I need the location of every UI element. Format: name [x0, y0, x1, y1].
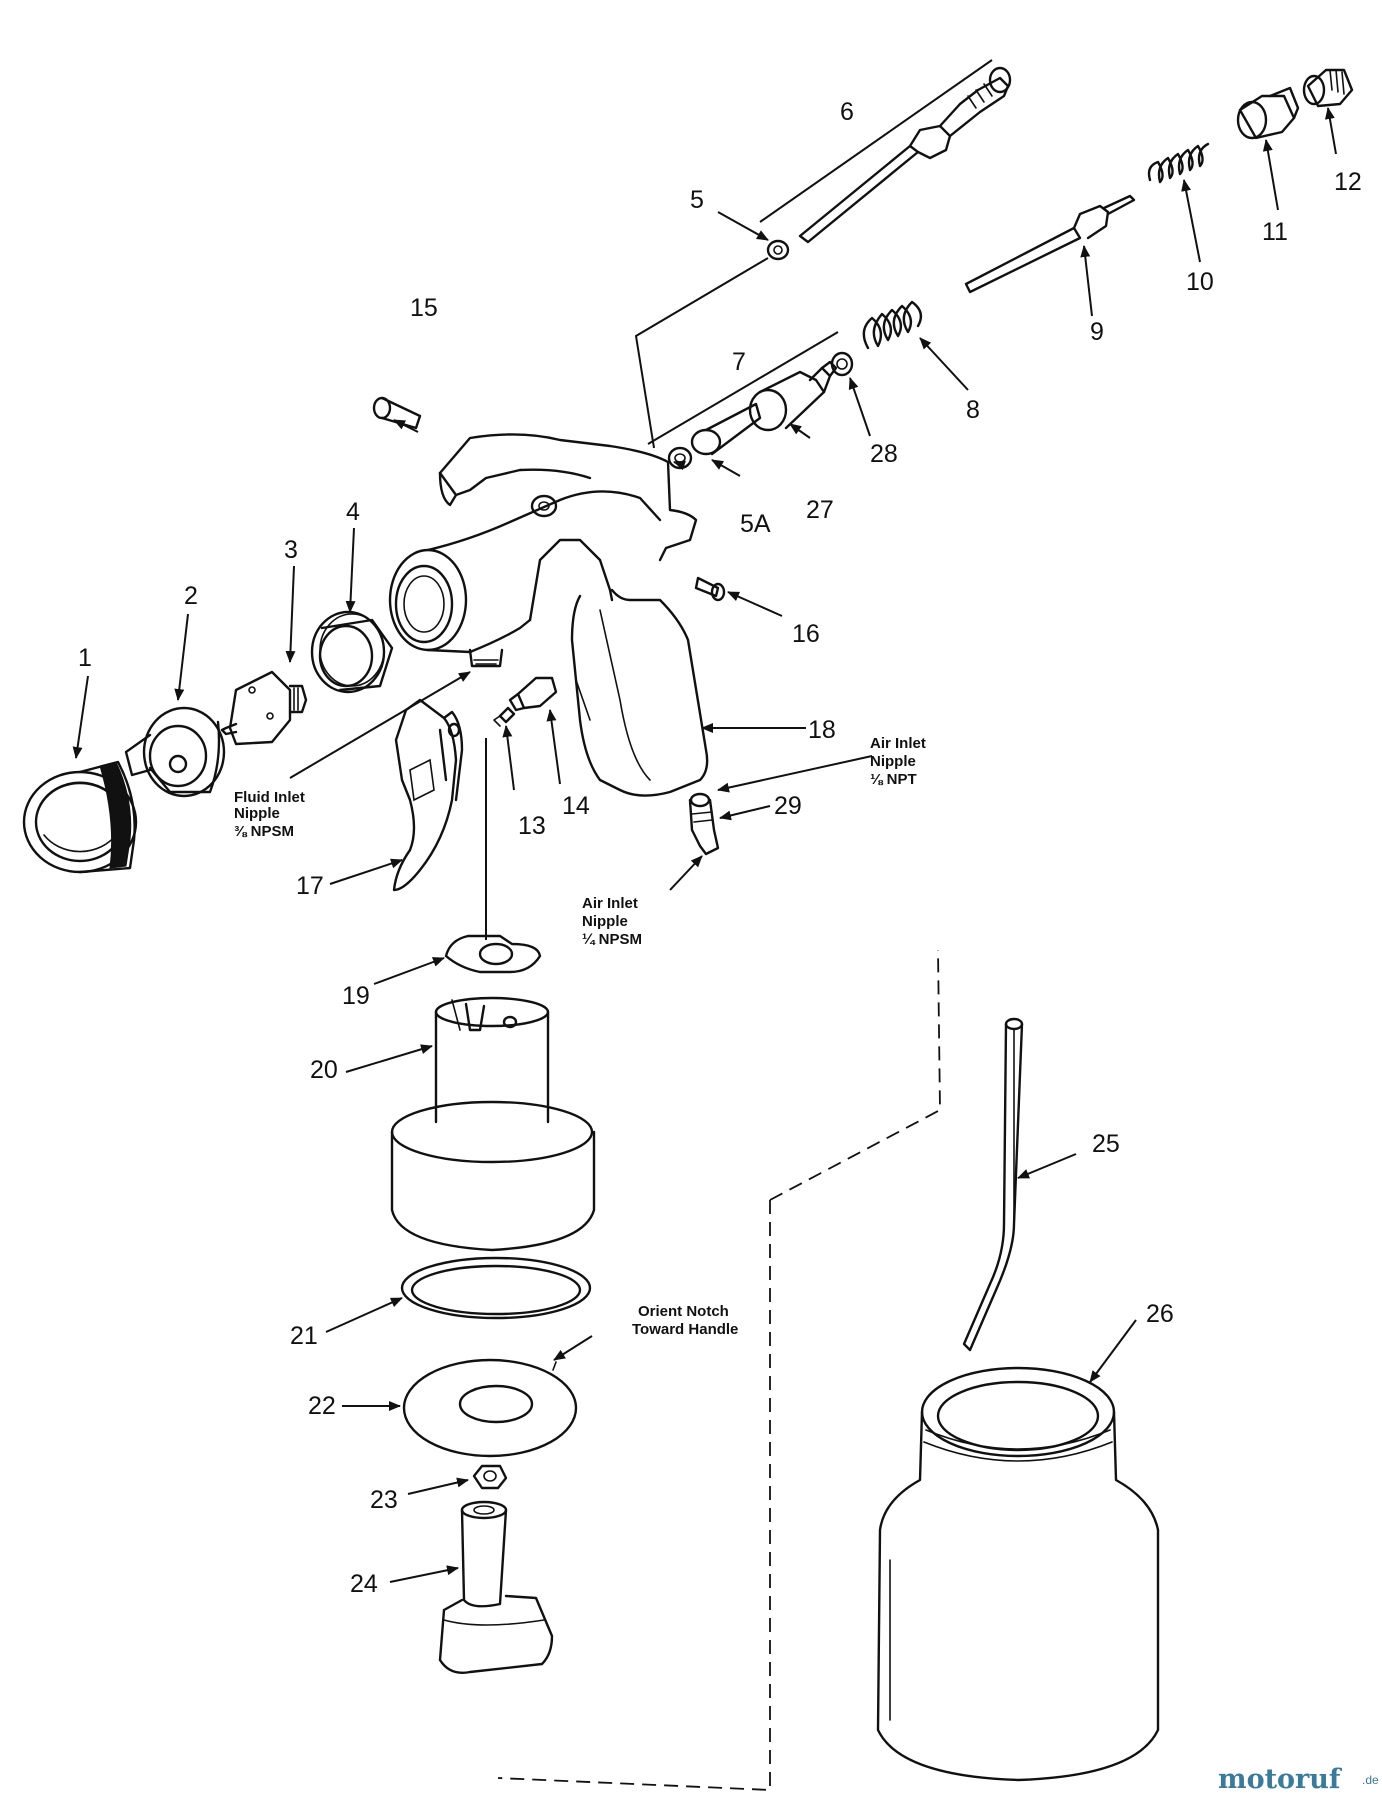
callout-8: 8 [966, 396, 980, 424]
callout-29: 29 [774, 792, 802, 820]
part-21-gasket-ring [400, 1256, 592, 1320]
callout-7: 7 [732, 348, 746, 376]
watermark-brand: motoruf [1218, 1764, 1343, 1795]
part-9-needle [964, 194, 1136, 294]
part-24-fitting [438, 1500, 554, 1674]
callout-2: 2 [184, 582, 198, 610]
callout-10: 10 [1186, 268, 1214, 296]
note-orient-notch: Orient Notch Toward Handle [632, 1303, 738, 1338]
note-air-inlet-npt-line1: Air Inlet [870, 735, 926, 752]
callout-19: 19 [342, 982, 370, 1010]
callout-23: 23 [370, 1486, 398, 1514]
callout-16: 16 [792, 620, 820, 648]
callout-6: 6 [840, 98, 854, 126]
callout-4: 4 [346, 498, 360, 526]
part-6-air-valve [798, 66, 1012, 244]
part-23-nut [472, 1464, 508, 1490]
callout-24: 24 [350, 1570, 378, 1598]
part-14-screw [508, 676, 558, 712]
part-15-pin [372, 396, 422, 430]
part-gun-body [388, 433, 709, 797]
leader-arrows [72, 107, 1337, 1583]
part-3-fluid-tip [220, 670, 308, 746]
part-22-washer [402, 1358, 578, 1458]
part-28-o-ring [830, 351, 854, 377]
assembly-lines [485, 59, 993, 1791]
note-fluid-inlet-line1: Fluid Inlet [234, 789, 305, 806]
note-orient-notch-line1: Orient Notch [638, 1303, 729, 1320]
part-1-air-cap-ring [22, 760, 138, 874]
callout-9: 9 [1090, 318, 1104, 346]
watermark-suffix: .de [1362, 1773, 1379, 1787]
callout-28: 28 [870, 440, 898, 468]
callout-1: 1 [78, 644, 92, 672]
callout-5a: 5A [740, 510, 771, 538]
callout-11: 11 [1262, 218, 1288, 246]
callout-26: 26 [1146, 1300, 1174, 1328]
callout-17: 17 [296, 872, 324, 900]
part-16-screw [694, 576, 726, 602]
note-air-inlet-npt-line2: Nipple [870, 753, 916, 770]
part-8-spring [862, 300, 923, 350]
note-fluid-inlet-line3: ⅜ NPSM [234, 823, 294, 840]
part-25-siphon-tube [962, 1017, 1024, 1352]
note-air-inlet-npt: Air Inlet Nipple ⅛ NPT [870, 735, 926, 788]
part-11-adjusting-nut [1236, 86, 1300, 140]
callout-12: 12 [1334, 168, 1362, 196]
part-12-knob [1302, 68, 1354, 108]
part-10-spring [1147, 142, 1210, 184]
callout-21: 21 [290, 1322, 318, 1350]
note-air-inlet-npsm-line3: ¼ NPSM [582, 931, 642, 948]
part-2-air-nozzle [124, 706, 226, 798]
note-fluid-inlet-line2: Nipple [234, 805, 280, 822]
note-air-inlet-npsm: Air Inlet Nipple ¼ NPSM [582, 895, 642, 948]
note-orient-notch-line2: Toward Handle [632, 1321, 738, 1338]
note-air-inlet-npsm-line1: Air Inlet [582, 895, 638, 912]
callout-15: 15 [410, 294, 438, 322]
part-5a-o-ring [667, 446, 693, 470]
callout-18: 18 [808, 716, 836, 744]
part-17-trigger [392, 698, 464, 892]
part-4-baffle [310, 610, 394, 694]
callout-20: 20 [310, 1056, 338, 1084]
callout-22: 22 [308, 1392, 336, 1420]
part-19-gasket [444, 934, 542, 974]
note-air-inlet-npsm-line2: Nipple [582, 913, 628, 930]
part-5-o-ring [766, 239, 790, 261]
part-13-fitting [493, 706, 516, 727]
watermark-logo: motoruf .de [1218, 1764, 1379, 1795]
callout-labels: 1 2 3 4 5 5A 6 7 8 9 10 11 12 13 14 15 1… [78, 98, 1362, 1598]
part-20-cup-cover [390, 996, 596, 1252]
part-29-air-inlet-nipple [688, 792, 720, 856]
part-26-cup [876, 1366, 1160, 1782]
callout-3: 3 [284, 536, 298, 564]
callout-13: 13 [518, 812, 546, 840]
callout-14: 14 [562, 792, 590, 820]
callout-25: 25 [1092, 1130, 1120, 1158]
callout-27: 27 [806, 496, 834, 524]
note-air-inlet-npt-line3: ⅛ NPT [870, 771, 917, 788]
note-fluid-inlet: Fluid Inlet Nipple ⅜ NPSM [234, 789, 305, 840]
callout-5: 5 [690, 186, 704, 214]
